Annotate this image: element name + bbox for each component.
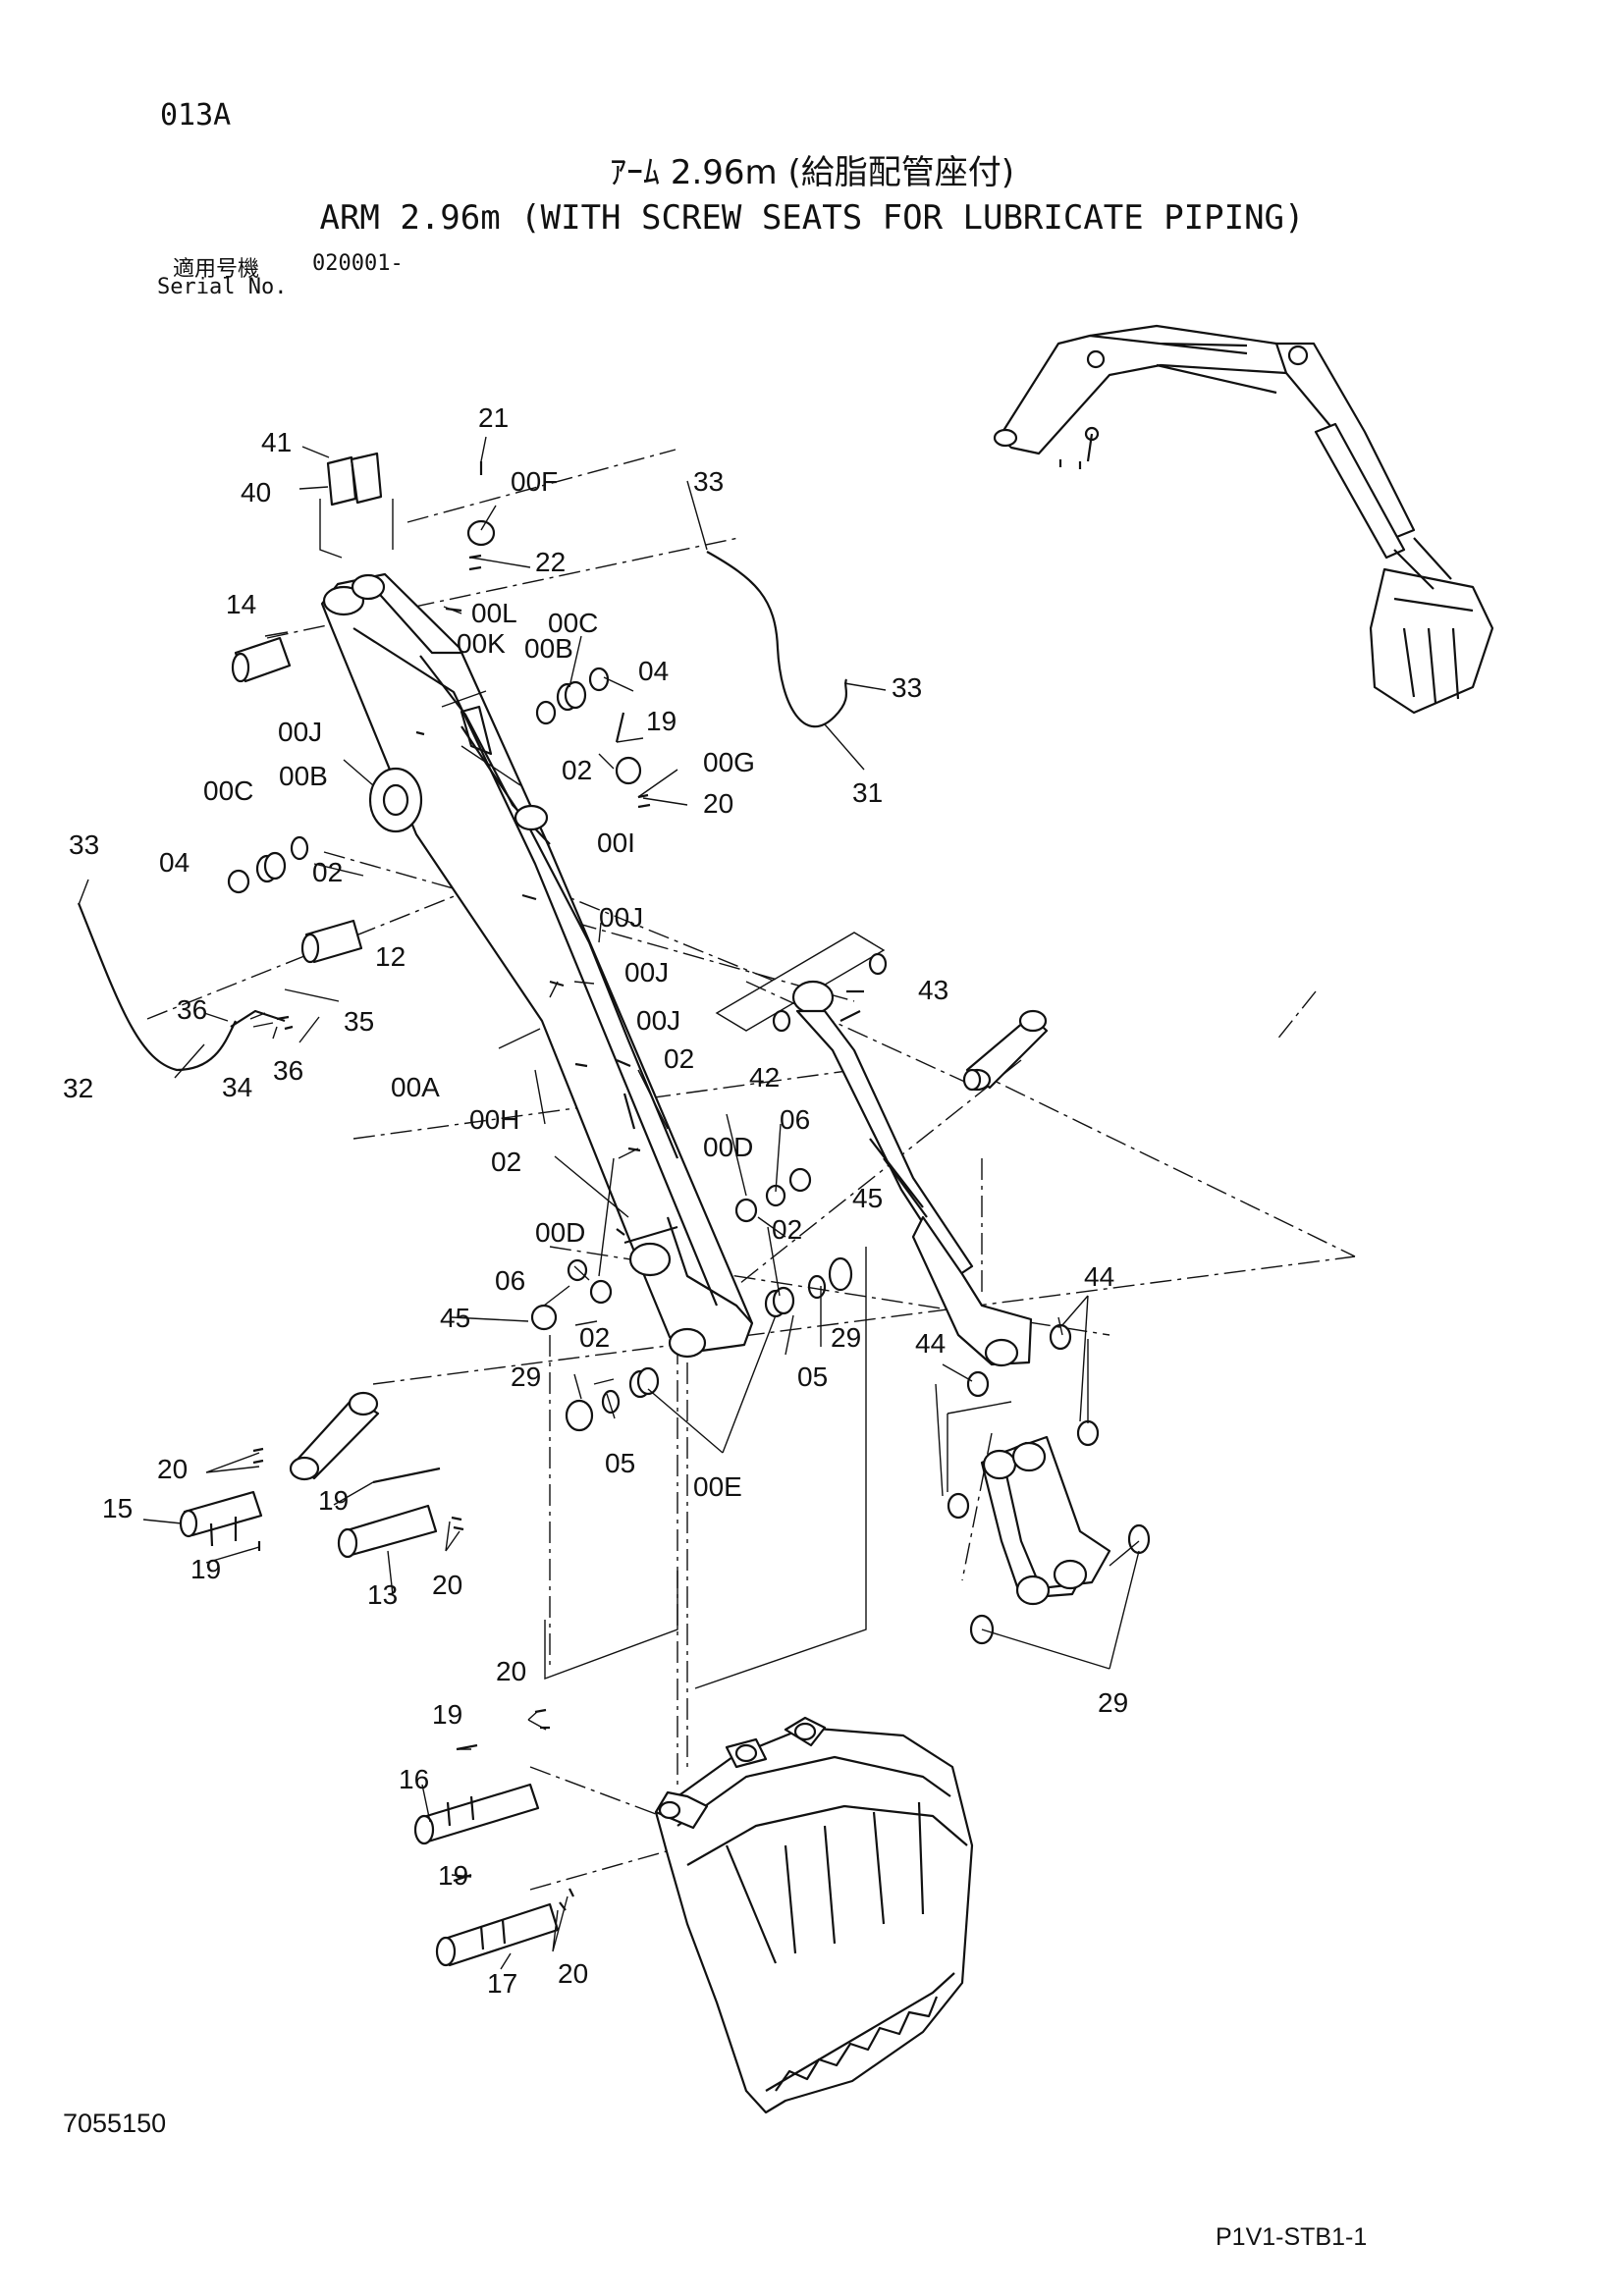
callout-12: 12	[375, 941, 406, 972]
callout-36-left: 36	[177, 994, 207, 1025]
callout-00I: 00I	[597, 828, 635, 858]
callout-00G: 00G	[703, 747, 755, 777]
callout-43: 43	[918, 975, 948, 1005]
small-hardware	[252, 452, 651, 1911]
title-japanese: ｱｰﾑ 2.96m (給脂配管座付)	[610, 153, 1014, 192]
callout-02-top: 02	[562, 755, 592, 785]
callout-00C-left: 00C	[203, 775, 253, 806]
arm-body	[320, 572, 754, 1359]
pins	[179, 636, 560, 1967]
callout-00L: 00L	[471, 598, 517, 628]
callout-42: 42	[749, 1062, 780, 1093]
callout-29-bottom: 29	[1098, 1687, 1128, 1718]
callout-44-right: 44	[1084, 1261, 1114, 1292]
callout-00J-left: 00J	[278, 717, 322, 747]
callout-00B-left: 00B	[279, 761, 328, 791]
callout-45-left: 45	[440, 1303, 470, 1333]
callout-00K: 00K	[457, 628, 506, 659]
callout-44-left: 44	[915, 1328, 946, 1359]
links	[289, 1009, 1111, 1606]
page-reference: P1V1-STB1-1	[1216, 2223, 1368, 2251]
callout-00D-left: 00D	[535, 1217, 585, 1248]
callout-31: 31	[852, 777, 883, 808]
callout-17: 17	[487, 1968, 517, 1999]
serial-label-japanese: 適用号機	[173, 257, 260, 282]
callout-35: 35	[344, 1006, 374, 1037]
callout-00A: 00A	[391, 1072, 440, 1102]
callout-20-left: 20	[157, 1454, 188, 1484]
title-english: ARM 2.96m (WITH SCREW SEATS FOR LUBRICAT…	[319, 198, 1305, 238]
callout-02-upper: 02	[664, 1043, 694, 1074]
callout-19-lower: 19	[432, 1699, 462, 1730]
callout-05-right: 05	[797, 1362, 828, 1392]
page-code: 013A	[160, 98, 232, 133]
callout-06-right: 06	[780, 1104, 810, 1135]
callout-16: 16	[399, 1764, 429, 1794]
callout-13: 13	[367, 1579, 398, 1610]
callout-02-left: 02	[312, 857, 343, 887]
callout-20-lower: 20	[496, 1656, 526, 1686]
callout-00C-right: 00C	[548, 608, 598, 638]
callout-19-top: 19	[646, 706, 677, 736]
callout-04-left: 04	[159, 847, 189, 878]
callout-41: 41	[261, 427, 292, 457]
callout-00D-right: 00D	[703, 1132, 753, 1162]
document-number: 7055150	[63, 2109, 167, 2138]
serial-value: 020001-	[312, 251, 404, 276]
callout-14: 14	[226, 589, 256, 619]
callout-21: 21	[478, 402, 509, 433]
callout-06-left: 06	[495, 1265, 525, 1296]
callout-02-bottom: 02	[579, 1322, 610, 1353]
callout-19-bottom: 19	[438, 1860, 468, 1891]
serial-label-english: Serial No.	[157, 275, 288, 299]
callout-22: 22	[535, 547, 566, 577]
centerlines	[146, 449, 1356, 1891]
hoses	[77, 551, 848, 1072]
callout-19-mid: 19	[318, 1485, 349, 1516]
assembly-brackets	[319, 499, 1089, 1689]
callout-00J-mid2: 00J	[624, 957, 669, 988]
part-callouts: 41 40 21 00F 22 33 14 00L 00C 00K 00B 04…	[63, 402, 1128, 1999]
bucket-cylinder	[791, 980, 1033, 1367]
callout-29-right: 29	[831, 1322, 861, 1353]
callout-19-left: 19	[190, 1554, 221, 1584]
callout-29-left: 29	[511, 1362, 541, 1392]
callout-33-left: 33	[69, 829, 99, 860]
callout-36-right: 36	[273, 1055, 303, 1086]
callout-00B-right: 00B	[524, 633, 573, 664]
callout-04-right: 04	[638, 656, 669, 686]
callout-32: 32	[63, 1073, 93, 1103]
excavator-overview-inset	[993, 324, 1494, 715]
callout-34: 34	[222, 1072, 252, 1102]
callout-02-mid: 02	[491, 1147, 521, 1177]
callout-05-left: 05	[605, 1448, 635, 1478]
callout-33-right: 33	[892, 672, 922, 703]
callout-00E: 00E	[693, 1471, 742, 1502]
leader-lines	[78, 436, 1140, 1970]
callout-02-right: 02	[772, 1214, 802, 1245]
callout-20-bottom: 20	[558, 1958, 588, 1989]
callout-00H: 00H	[469, 1104, 519, 1135]
callout-00J-mid1: 00J	[599, 902, 643, 933]
callout-20-top: 20	[703, 788, 733, 819]
callout-15: 15	[102, 1493, 133, 1523]
callout-45-right: 45	[852, 1183, 883, 1213]
callout-33-top: 33	[693, 466, 724, 497]
callout-00J-mid3: 00J	[636, 1005, 680, 1036]
callout-00F: 00F	[511, 466, 558, 497]
callout-40: 40	[241, 477, 271, 507]
bucket	[654, 1716, 974, 2114]
callout-20-mid: 20	[432, 1570, 462, 1600]
bushings-and-seals	[227, 519, 1151, 1645]
